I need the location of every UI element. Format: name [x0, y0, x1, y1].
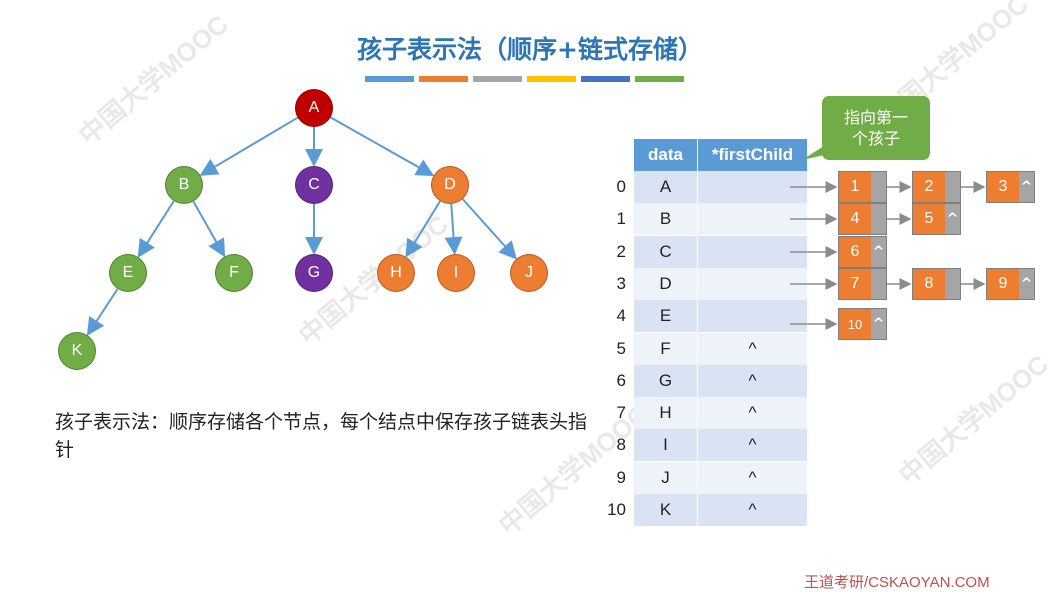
table-header-data: data	[634, 139, 697, 171]
list-node-value: 7	[839, 269, 871, 299]
tree-edge-A-B	[199, 116, 299, 176]
table-cell-data: H	[634, 397, 697, 430]
tree-node-H: H	[377, 254, 415, 292]
list-node-pointer: ^	[945, 204, 960, 234]
list-node-value: 6	[839, 237, 871, 267]
tree-node-C: C	[295, 166, 333, 204]
list-node-pointer	[945, 269, 960, 299]
title-bar	[635, 76, 684, 82]
callout-line1: 指向第一	[843, 108, 908, 127]
tree-node-G: G	[295, 254, 333, 292]
table-cell-firstchild: ^	[698, 332, 807, 365]
table-header-firstchild: *firstChild	[698, 139, 807, 171]
tree-node-E: E	[109, 254, 147, 292]
list-node-pointer: ^	[1019, 172, 1034, 202]
table-cell-data: I	[634, 429, 697, 462]
table-cell-data: D	[634, 267, 697, 300]
tree-node-J: J	[510, 254, 548, 292]
callout-line2: 个孩子	[851, 129, 900, 148]
table-cell-firstchild	[698, 300, 807, 333]
table-cell-firstchild: ^	[698, 429, 807, 462]
table-row-index: 3	[616, 273, 626, 293]
table-cell-firstchild: ^	[698, 461, 807, 494]
list-node-value: 3	[987, 172, 1019, 202]
list-node-pointer: ^	[871, 309, 886, 339]
list-node: 9^	[986, 268, 1035, 300]
tree-edge-E-K	[86, 288, 119, 336]
title-bar	[419, 76, 468, 82]
list-node-pointer	[871, 172, 886, 202]
list-node: 1	[838, 171, 887, 203]
list-node-value: 1	[839, 172, 871, 202]
table-row-index: 7	[616, 403, 626, 423]
title-color-bars	[365, 76, 684, 82]
table-row-index: 10	[607, 500, 626, 519]
list-node-pointer	[871, 269, 886, 299]
list-node: 10^	[838, 308, 887, 340]
list-node-pointer: ^	[871, 237, 886, 267]
table-cell-data: C	[634, 235, 697, 268]
title-bar	[581, 76, 630, 82]
table-row-index: 0	[616, 177, 626, 196]
list-node-value: 2	[913, 172, 945, 202]
table-cell-firstchild: ^	[698, 494, 807, 526]
table-cell-firstchild: ^	[698, 364, 807, 397]
page-title: 孩子表示法（顺序+链式存储）	[357, 35, 703, 64]
list-node-value: 10	[839, 309, 871, 339]
table-cell-data: K	[634, 494, 697, 526]
list-node-pointer: ^	[1019, 269, 1034, 299]
list-node-value: 5	[913, 204, 945, 234]
table-row-index: 5	[616, 338, 626, 358]
tree-edge-D-I	[444, 203, 463, 256]
table-row-index: 6	[616, 370, 626, 390]
footer-brand: 王道考研/CSKAOYAN.COM	[804, 574, 990, 591]
table-cell-firstchild	[698, 203, 807, 236]
list-node: 6^	[838, 236, 887, 268]
tree-node-F: F	[215, 254, 253, 292]
tree-node-K: K	[58, 332, 96, 370]
table-row-index: 4	[616, 306, 626, 326]
tree-edge-B-E	[137, 200, 175, 258]
description-text: 孩子表示法：顺序存储各个节点，每个结点中保存孩子链表头指针	[55, 411, 588, 461]
table-cell-data: J	[634, 461, 697, 494]
tree-edge-B-F	[192, 201, 226, 258]
callout-first-child: 指向第一 个孩子	[822, 96, 930, 160]
table-cell-data: E	[634, 300, 697, 333]
list-node: 3^	[986, 171, 1035, 203]
tree-node-A: A	[295, 89, 333, 127]
list-node-value: 8	[913, 269, 945, 299]
tree-edges	[86, 116, 517, 336]
table-cell-data: F	[634, 332, 697, 365]
list-node: 7	[838, 268, 887, 300]
table-cell-data: A	[634, 171, 697, 203]
table-cell-firstchild	[698, 171, 807, 203]
list-node: 4	[838, 203, 887, 235]
title-bar	[473, 76, 522, 82]
list-node: 8	[912, 268, 961, 300]
table-cell-firstchild: ^	[698, 397, 807, 430]
list-node-value: 9	[987, 269, 1019, 299]
table-row-index: 1	[616, 209, 626, 229]
table-cell-data: B	[634, 203, 697, 236]
table-cell-firstchild	[698, 267, 807, 300]
tree-edge-A-D	[330, 116, 435, 177]
tree-node-I: I	[437, 254, 475, 292]
list-node: 2	[912, 171, 961, 203]
table-row-index: 9	[616, 467, 626, 487]
table-row-index: 2	[616, 241, 626, 261]
table-cell-data: G	[634, 364, 697, 397]
list-node-pointer	[871, 204, 886, 234]
title-bar	[365, 76, 414, 82]
list-node: 5^	[912, 203, 961, 235]
list-node-value: 4	[839, 204, 871, 234]
tree-edge-D-H	[405, 200, 441, 258]
tree-node-D: D	[431, 166, 469, 204]
tree-edge-D-J	[461, 198, 517, 260]
list-node-pointer	[945, 172, 960, 202]
tree-node-B: B	[165, 166, 203, 204]
table-row-index: 8	[616, 435, 626, 455]
title-bar	[527, 76, 576, 82]
table-cell-firstchild	[698, 235, 807, 268]
